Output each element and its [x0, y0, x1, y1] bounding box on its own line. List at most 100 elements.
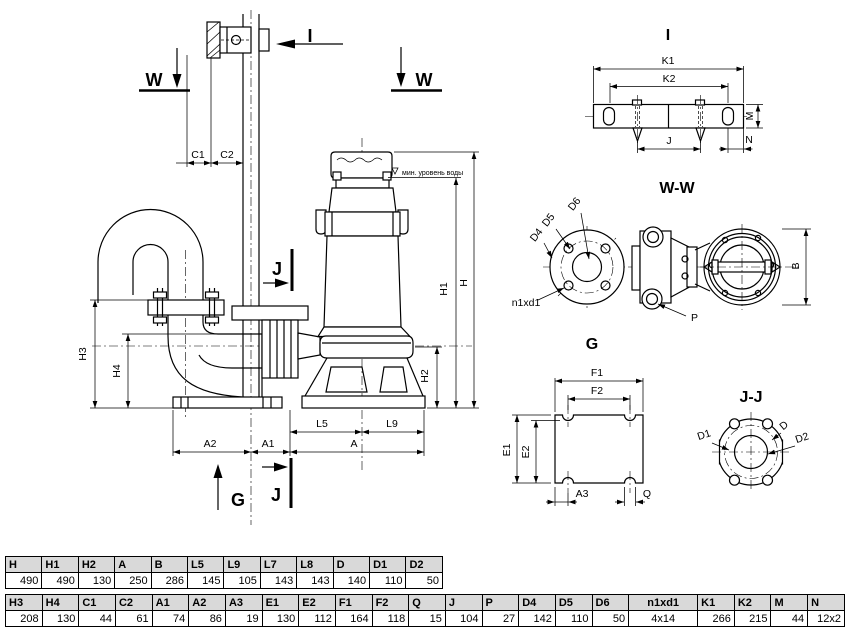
- ww-suction-flange: [549, 229, 625, 305]
- view-g-title: G: [586, 336, 598, 353]
- dim-value-cell: 143: [296, 572, 334, 589]
- base-plate-outline: [554, 414, 644, 484]
- dim-value-cell: 61: [114, 610, 153, 627]
- dim-n: N: [719, 128, 753, 153]
- bar-slot-left: [602, 106, 616, 126]
- top-bracket: [206, 21, 270, 59]
- dim-label-h3: H3: [77, 347, 89, 361]
- ww-middle-body: [631, 226, 698, 310]
- dim-header-cell: Q: [408, 594, 446, 611]
- view-ww-title: W-W: [659, 180, 695, 197]
- dim-k1: K1: [593, 55, 744, 103]
- dim-label-n1xd1: n1xd1: [512, 297, 541, 309]
- dim-value-cell: 143: [259, 572, 298, 589]
- dim-header-cell: N: [807, 594, 845, 611]
- dim-m: M: [744, 104, 763, 129]
- dim-label-e2: E2: [520, 445, 532, 458]
- dim-value-cell: 74: [151, 610, 190, 627]
- dim-header-cell: D1: [369, 556, 407, 573]
- dim-label-d: D: [777, 418, 791, 432]
- dim-label-l5: L5: [316, 418, 328, 430]
- dim-label-d4: D4: [528, 226, 546, 244]
- section-letter-w-left: W: [146, 70, 163, 90]
- pump-upper-motor: [328, 187, 397, 213]
- section-marker-w-left: W: [139, 48, 190, 92]
- pump-volute: [319, 335, 414, 359]
- ww-boss-top: [642, 226, 664, 248]
- section-arrow-j-upper: [275, 278, 289, 288]
- dim-label-q: Q: [643, 488, 651, 500]
- dim-label-h4: H4: [111, 364, 123, 378]
- min-water-level: мин. уровень воды: [388, 167, 463, 178]
- view-jj-title: J-J: [739, 389, 762, 406]
- ww-boss-bottom: [641, 288, 663, 310]
- dim-label-j-view-i: J: [666, 135, 671, 147]
- dim-header-cell: H: [4, 556, 43, 573]
- dim-header-cell: D2: [405, 556, 443, 573]
- dim-value-cell: 44: [770, 610, 809, 627]
- dim-label-a3: A3: [576, 488, 589, 500]
- section-letter-j-upper: J: [272, 259, 282, 279]
- dim-value-cell: 44: [78, 610, 116, 627]
- dim-value-cell: 104: [444, 610, 483, 627]
- dim-header-cell: C1: [78, 594, 116, 611]
- section-arrow-i: [276, 39, 295, 49]
- dim-value-cell: 110: [369, 572, 407, 589]
- ww-pump-top: [694, 224, 802, 310]
- dim-header-cell: A2: [188, 594, 226, 611]
- dim-value-cell: 266: [697, 610, 735, 627]
- dim-label-k1: K1: [662, 55, 675, 67]
- dim-header-cell: H3: [5, 594, 43, 611]
- dim-value-cell: 27: [481, 610, 520, 627]
- dim-header-cell: A: [114, 556, 152, 573]
- section-arrow-j-lower: [274, 462, 288, 472]
- dim-value-cell: 50: [591, 610, 630, 627]
- dim-header-cell: D6: [591, 594, 630, 611]
- dim-header-cell: H2: [77, 556, 116, 573]
- pump-clamp-band: [324, 211, 401, 237]
- dim-value-cell: 490: [41, 572, 79, 589]
- section-marker-j-upper: J: [263, 249, 294, 291]
- dim-label-b: B: [790, 262, 802, 269]
- dim-value-cell: 130: [41, 610, 80, 627]
- pump-flare: [316, 326, 412, 338]
- dim-value-cell: 490: [4, 572, 43, 589]
- dim-label-p: P: [691, 312, 698, 324]
- gooseneck-pipe: [97, 208, 204, 303]
- section-letter-i: I: [307, 26, 312, 46]
- dim-bottom: L5 L9 A2 A1 A: [172, 410, 425, 456]
- dim-label-h1: H1: [438, 282, 450, 296]
- dim-e1: E1: [501, 414, 551, 484]
- section-marker-j-lower: J: [262, 458, 293, 508]
- dim-label-l9: L9: [386, 418, 398, 430]
- flange-bolt-left: [152, 288, 168, 326]
- dim-value-cell: 86: [188, 610, 226, 627]
- pump-stand: [301, 357, 426, 409]
- pedestal-elbow: [167, 315, 283, 409]
- dim-value-cell: 142: [518, 610, 556, 627]
- dim-header-cell: P: [481, 594, 520, 611]
- guide-claw: [231, 305, 321, 379]
- view-i: I K1 K2: [585, 27, 763, 153]
- dim-label-f2: F2: [591, 385, 603, 397]
- view-ww: W-W: [512, 180, 811, 324]
- dim-value-cell: 250: [114, 572, 152, 589]
- pump-casing: [323, 235, 402, 328]
- section-marker-g: G: [213, 464, 245, 510]
- dim-label-e1: E1: [501, 443, 513, 456]
- dim-header-cell: E2: [298, 594, 336, 611]
- dim-label-d6: D6: [566, 195, 584, 213]
- dim-label-d2: D2: [794, 430, 811, 446]
- pipe-flange: [147, 288, 225, 326]
- dim-label-m: M: [744, 112, 756, 121]
- dim-header-cell: L9: [223, 556, 261, 573]
- dim-value-cell: 4x14: [628, 610, 699, 627]
- dim-header-cell: n1xd1: [628, 594, 699, 611]
- dim-a3: A3: [546, 487, 589, 506]
- dim-b: B: [782, 228, 811, 306]
- section-marker-w-right: W: [391, 47, 442, 92]
